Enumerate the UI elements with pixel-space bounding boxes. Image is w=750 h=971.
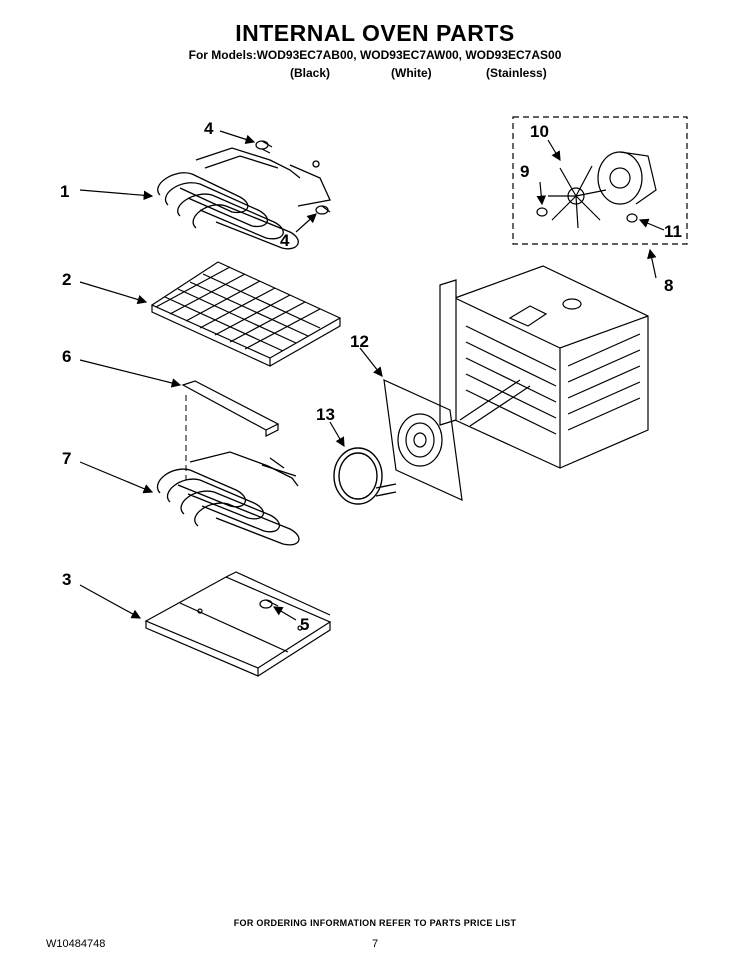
- element-screw-bottom: [315, 205, 331, 215]
- callout-7: 7: [62, 449, 71, 468]
- callout-8: 8: [664, 276, 673, 295]
- variant-white: (White): [391, 66, 432, 80]
- callout-3: 3: [62, 570, 71, 589]
- motor-screw: [626, 213, 638, 223]
- callout-6: 6: [62, 347, 71, 366]
- bottom-panel-screw: [259, 599, 279, 609]
- callout-2: 2: [62, 270, 71, 289]
- callout-9: 9: [520, 162, 529, 181]
- trim-strip: [181, 380, 280, 437]
- models-line: For Models:WOD93EC7AB00, WOD93EC7AW00, W…: [188, 48, 562, 62]
- page-number: 7: [372, 938, 379, 950]
- variant-stainless: (Stainless): [486, 66, 547, 80]
- variant-black: (Black): [290, 66, 331, 80]
- oven-rack: [150, 261, 342, 367]
- oven-cavity: [439, 265, 649, 469]
- document-number: W10484748: [46, 938, 106, 950]
- callout-4-bottom: 4: [280, 231, 290, 250]
- fan-blade: [548, 165, 607, 229]
- callout-10: 10: [530, 122, 549, 141]
- fan-nut: [536, 207, 548, 217]
- fan-motor: [597, 151, 657, 205]
- callout-5: 5: [300, 615, 309, 634]
- convection-fan-cover: [383, 379, 463, 501]
- oven-bottom-panel: [144, 571, 332, 677]
- callout-4-top: 4: [204, 119, 214, 138]
- page-title: INTERNAL OVEN PARTS: [235, 20, 515, 46]
- ordering-note: FOR ORDERING INFORMATION REFER TO PARTS …: [233, 918, 517, 928]
- callout-1: 1: [60, 182, 69, 201]
- element-screw-top: [255, 140, 273, 154]
- convection-element-ring: [333, 447, 397, 505]
- callout-leader-lines: [79, 130, 665, 621]
- callout-13: 13: [316, 405, 335, 424]
- upper-heating-element: [157, 147, 331, 250]
- callout-11: 11: [664, 222, 682, 241]
- lower-heating-element: [157, 451, 300, 546]
- callout-12: 12: [350, 332, 369, 351]
